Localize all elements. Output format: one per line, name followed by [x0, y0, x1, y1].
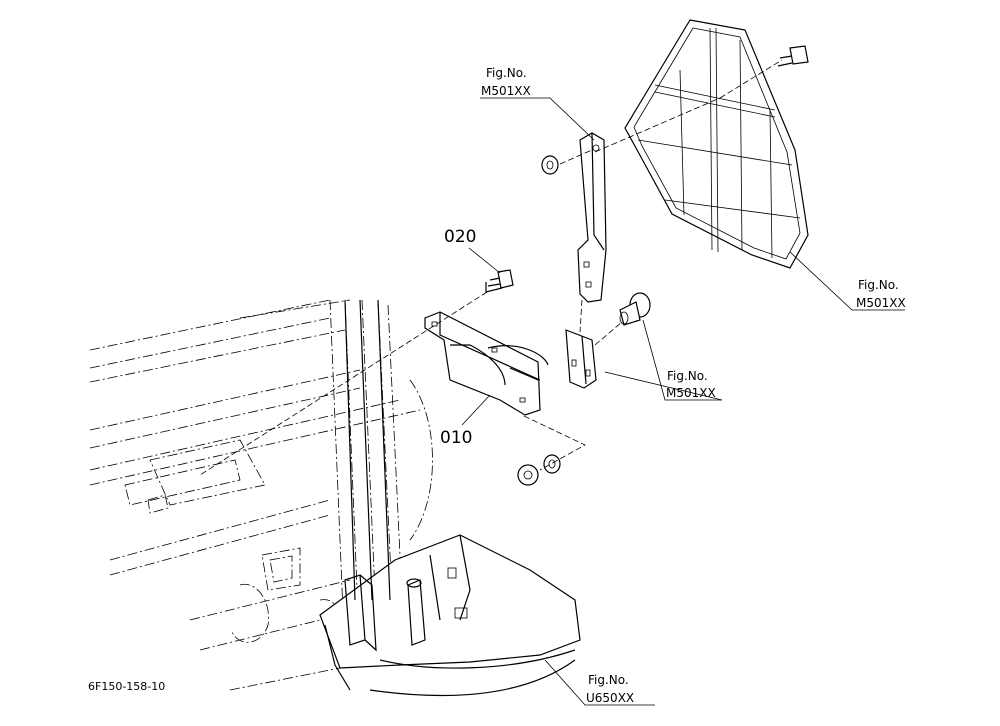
right-fig-ref-label: Fig.No.	[858, 278, 899, 292]
assembly-lines	[199, 59, 783, 476]
pin-bolt	[619, 292, 651, 326]
bottom-nut	[517, 464, 539, 486]
bracket-part-010	[424, 311, 549, 416]
right-fig-ref-number: M501XX	[856, 296, 906, 310]
middle-fig-ref-label: Fig.No.	[667, 369, 708, 383]
reflector-panel	[624, 19, 809, 269]
top-washer	[541, 155, 559, 175]
top-fig-ref-number: M501XX	[481, 84, 531, 98]
lower-body	[319, 534, 581, 697]
pillar-post	[344, 299, 391, 601]
bottom-fig-ref-number: U650XX	[586, 691, 634, 705]
part-number-020: 020	[444, 227, 476, 247]
bottom-fig-ref-label: Fig.No.	[588, 673, 629, 687]
lower-mounting-bracket	[565, 329, 597, 389]
machine-frame-outline	[89, 299, 433, 691]
upper-mounting-bracket	[577, 132, 607, 303]
part-number-010: 010	[440, 428, 472, 448]
reflector-bolt	[777, 45, 809, 67]
bolt-part-020	[485, 269, 514, 293]
middle-fig-ref-number: M501XX	[666, 386, 716, 400]
top-fig-ref-label: Fig.No.	[486, 66, 527, 80]
drawing-code: 6F150-158-10	[88, 680, 165, 693]
leader-lines	[461, 97, 905, 706]
fasteners	[485, 45, 809, 486]
bottom-washer	[543, 454, 561, 474]
